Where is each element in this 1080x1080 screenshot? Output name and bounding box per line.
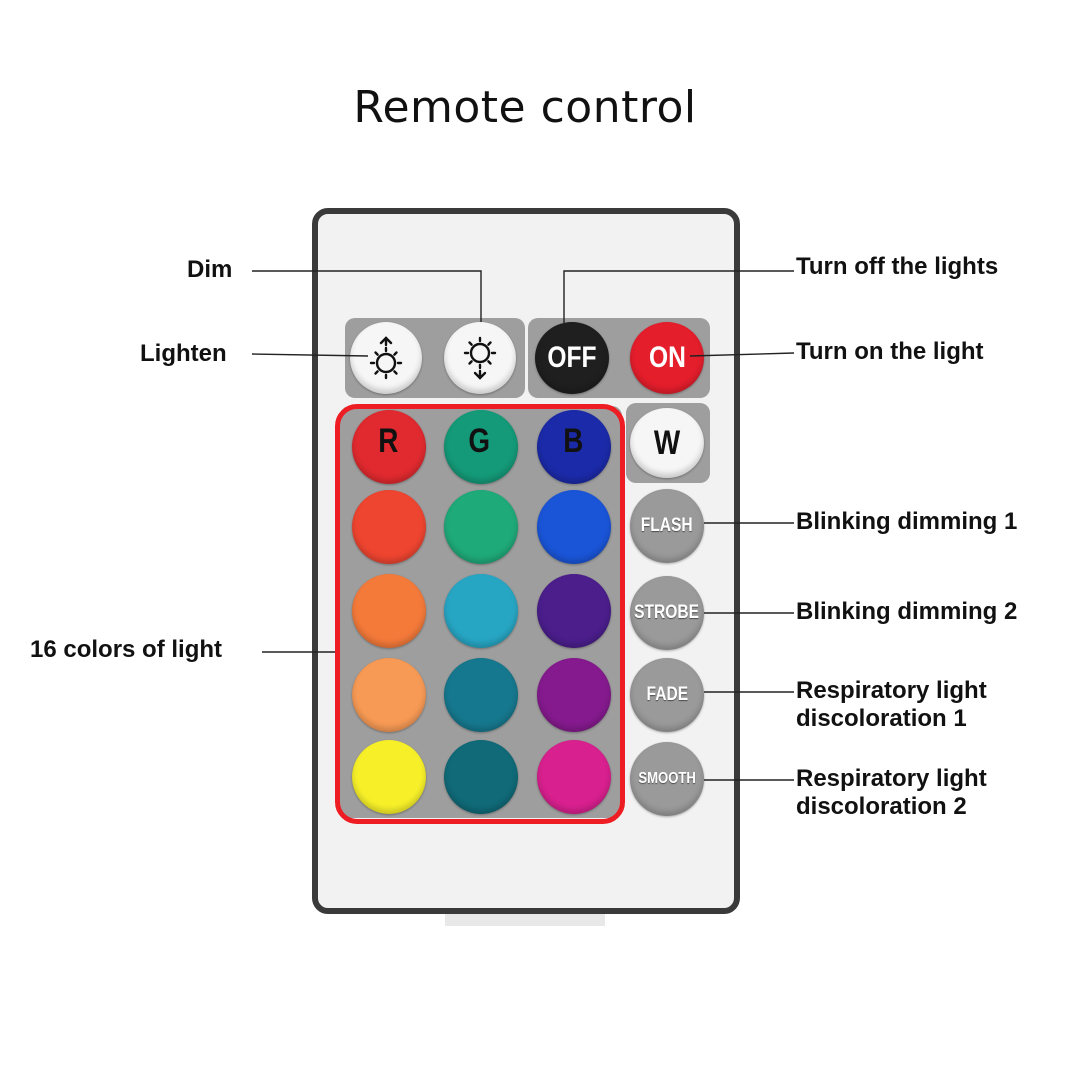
flash-label: FLASH bbox=[641, 515, 693, 536]
callout-flash: Blinking dimming 1 bbox=[796, 508, 1018, 535]
color-button-4-1[interactable] bbox=[352, 658, 426, 732]
fade-label: FADE bbox=[646, 684, 688, 705]
color-button-4-2[interactable] bbox=[444, 658, 518, 732]
on-button[interactable]: ON bbox=[630, 322, 704, 394]
page-title: Remote control bbox=[353, 82, 697, 133]
white-button[interactable]: W bbox=[630, 408, 704, 478]
color-button-5-3[interactable] bbox=[537, 740, 611, 814]
color-button-3-3[interactable] bbox=[537, 574, 611, 648]
callout-smooth: Respiratory light discoloration 2 bbox=[796, 765, 987, 821]
callout-colors: 16 colors of light bbox=[30, 636, 223, 663]
callout-smooth-line2: discoloration 2 bbox=[796, 793, 967, 820]
strobe-label: STROBE bbox=[634, 602, 700, 623]
color-button-4-3[interactable] bbox=[537, 658, 611, 732]
callout-turn-off: Turn off the lights bbox=[796, 253, 999, 280]
callout-fade: Respiratory light discoloration 1 bbox=[796, 677, 987, 733]
callout-fade-line1: Respiratory light bbox=[796, 677, 987, 704]
callout-turn-on: Turn on the light bbox=[796, 338, 984, 365]
color-button-2-1[interactable] bbox=[352, 490, 426, 564]
callout-strobe: Blinking dimming 2 bbox=[796, 598, 1018, 625]
strobe-button[interactable]: STROBE bbox=[630, 576, 704, 650]
lighten-button[interactable] bbox=[350, 322, 422, 394]
color-button-3-2[interactable] bbox=[444, 574, 518, 648]
smooth-button[interactable]: SMOOTH bbox=[630, 742, 704, 816]
r-label: R bbox=[378, 422, 399, 460]
color-button-5-1[interactable] bbox=[352, 740, 426, 814]
callout-lighten: Lighten bbox=[140, 340, 227, 367]
color-button-2-3[interactable] bbox=[537, 490, 611, 564]
smooth-label: SMOOTH bbox=[638, 770, 696, 787]
remote-bottom-tab bbox=[445, 912, 605, 926]
dim-button[interactable] bbox=[444, 322, 516, 394]
color-button-5-2[interactable] bbox=[444, 740, 518, 814]
w-label: W bbox=[653, 423, 681, 462]
g-label: G bbox=[468, 422, 491, 460]
color-button-1-1[interactable] bbox=[352, 410, 426, 484]
flash-button[interactable]: FLASH bbox=[630, 489, 704, 563]
callout-smooth-line1: Respiratory light bbox=[796, 765, 987, 792]
color-button-1-3[interactable] bbox=[537, 410, 611, 484]
color-button-1-2[interactable] bbox=[444, 410, 518, 484]
brightness-down-icon bbox=[463, 336, 497, 380]
fade-button[interactable]: FADE bbox=[630, 658, 704, 732]
off-button[interactable]: OFF bbox=[535, 322, 609, 394]
callout-dim: Dim bbox=[187, 256, 233, 283]
b-label: B bbox=[563, 422, 584, 460]
on-label: ON bbox=[648, 341, 686, 374]
color-button-3-1[interactable] bbox=[352, 574, 426, 648]
off-label: OFF bbox=[547, 341, 597, 374]
brightness-up-icon bbox=[369, 336, 403, 380]
color-button-2-2[interactable] bbox=[444, 490, 518, 564]
callout-fade-line2: discoloration 1 bbox=[796, 705, 967, 732]
